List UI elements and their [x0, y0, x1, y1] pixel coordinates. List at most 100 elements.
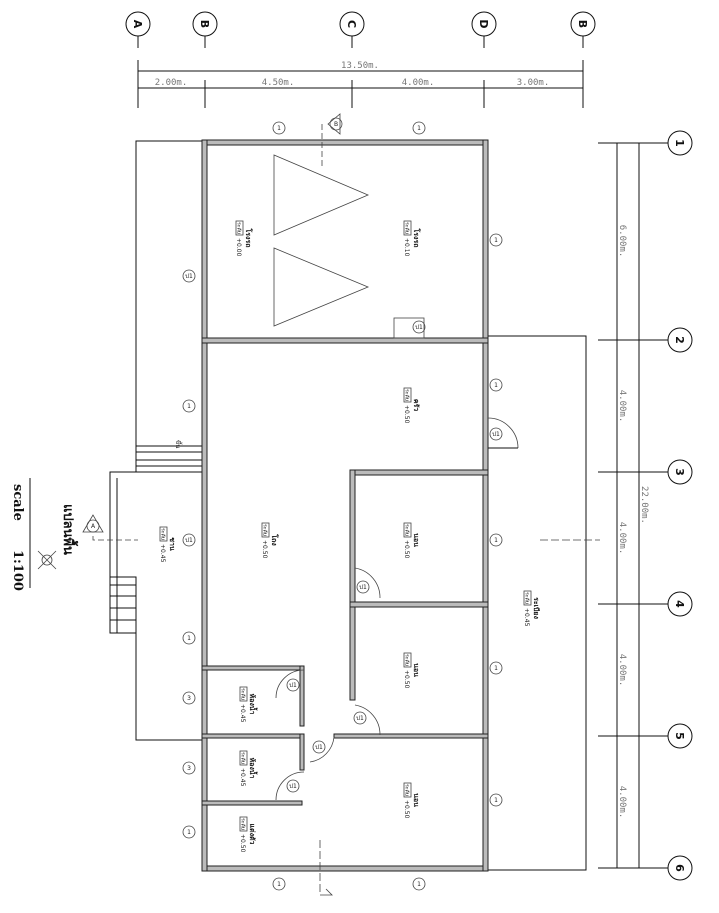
svg-text:3: 3 [673, 468, 686, 476]
dim-a-b: 2.00m. [155, 78, 188, 88]
svg-text:ครัว: ครัว [412, 399, 420, 411]
svg-text:5: 5 [673, 732, 686, 740]
opening-tags: 1 1 1 1 1 1 1 1 1 1 1 3 3 1 ป1 ป1 ป1 ป1 … [174, 121, 503, 891]
svg-text:+0.50: +0.50 [403, 670, 410, 689]
grid-bubble-2: 2 [598, 327, 693, 353]
svg-text:2: 2 [673, 336, 686, 344]
svg-text:4.00m.: 4.00m. [617, 522, 627, 555]
garage-markings [273, 154, 425, 339]
section-marker-b: B [321, 113, 343, 166]
svg-text:1: 1 [494, 797, 498, 804]
walls [201, 139, 489, 872]
grid-bubble-6: 6 [598, 855, 693, 881]
compass-icon [37, 550, 57, 570]
row-grid: 1 2 3 4 5 6 [598, 130, 693, 881]
level-prefix: ระดับ [240, 818, 246, 830]
svg-text:ป1: ป1 [359, 584, 367, 591]
door-tag: ป1 [286, 678, 300, 692]
svg-text:แต่งตัว: แต่งตัว [248, 824, 256, 845]
drawing-title: แปลนพื้น [60, 504, 79, 555]
window-tag: 1 [489, 533, 503, 547]
grid-bubble-a: A [125, 11, 151, 48]
title-block: แปลนพื้น scale 1:100 [10, 478, 79, 591]
level-prefix: ระดับ [404, 784, 410, 796]
grid-bubble-5: 5 [598, 723, 693, 749]
svg-text:6: 6 [673, 864, 686, 872]
level-prefix: ระดับ [160, 528, 166, 540]
svg-text:นอน: นอน [412, 663, 420, 677]
svg-text:A: A [131, 20, 144, 29]
door-tag: ป1 [412, 320, 426, 334]
window-tag: 1 [182, 631, 196, 645]
svg-text:1: 1 [277, 881, 281, 888]
svg-text:A: A [91, 523, 96, 530]
window-tag: 3 [182, 761, 196, 775]
grid-bubble-c: C [339, 11, 365, 48]
level-prefix: ระดับ [404, 654, 410, 666]
svg-text:ป1: ป1 [492, 431, 500, 438]
svg-text:ป1: ป1 [356, 715, 364, 722]
svg-text:โถง: โถง [270, 533, 279, 546]
svg-text:D: D [477, 19, 490, 28]
svg-text:ป1: ป1 [289, 783, 297, 790]
level-prefix: ระดับ [240, 688, 246, 700]
window-tag: 1 [412, 877, 426, 891]
vertical-dimensions: 6.00m. 4.00m. 4.00m. 4.00m. 4.00m. 22.00… [616, 143, 649, 868]
horizontal-dimensions: 13.50m. 2.00m. 4.50m. 4.00m. 3.00m. [137, 60, 584, 108]
door-tag: ป1 [489, 427, 503, 441]
window-tag: 1 [489, 661, 503, 675]
level-prefix: ระดับ [262, 524, 268, 536]
dim-b-c: 4.50m. [262, 78, 295, 88]
svg-text:+0.10: +0.10 [403, 238, 410, 257]
column-grid: A B C D B [125, 11, 596, 48]
svg-text:1: 1 [417, 125, 421, 132]
section-markers: A B [82, 113, 600, 896]
svg-text:4.00m.: 4.00m. [617, 654, 627, 687]
stair-label: ขึ้น [174, 440, 184, 448]
svg-text:4.00m.: 4.00m. [617, 390, 627, 423]
svg-text:22.00m.: 22.00m. [639, 486, 649, 524]
grid-bubble-e: B [570, 11, 596, 48]
svg-text:1: 1 [187, 635, 191, 642]
svg-text:ป1: ป1 [185, 537, 193, 544]
level-prefix: ระดับ [524, 592, 530, 604]
svg-text:ห้องน้ำ: ห้องน้ำ [248, 694, 259, 715]
svg-text:B: B [198, 20, 211, 28]
grid-bubble-3: 3 [598, 459, 693, 485]
grid-bubble-4: 4 [598, 591, 693, 617]
door-tag: ป1 [182, 533, 196, 547]
svg-text:ป1: ป1 [185, 273, 193, 280]
grid-bubble-b: B [192, 11, 218, 48]
svg-text:C: C [345, 20, 358, 28]
scale-label: scale [10, 484, 25, 521]
level-prefix: ระดับ [404, 389, 410, 401]
window-tag: 3 [182, 691, 196, 705]
window-tag: 1 [272, 121, 286, 135]
svg-text:+0.50: +0.50 [403, 800, 410, 819]
svg-text:ชาน: ชาน [168, 537, 176, 551]
svg-text:3: 3 [187, 695, 191, 702]
svg-text:6.00m.: 6.00m. [617, 225, 627, 258]
door-tag: ป1 [356, 580, 370, 594]
door-tag: ป1 [182, 269, 196, 283]
outdoor-outlines [109, 140, 587, 871]
window-tag: 1 [489, 233, 503, 247]
level-prefix: ระดับ [240, 752, 246, 764]
svg-text:+0.00: +0.00 [235, 238, 242, 257]
svg-text:ป1: ป1 [315, 744, 323, 751]
level-prefix: ระดับ [236, 222, 242, 234]
level-prefix: ระดับ [404, 524, 410, 536]
window-tag: 1 [182, 399, 196, 413]
door-tag: ป1 [353, 711, 367, 725]
svg-text:+0.50: +0.50 [239, 834, 246, 853]
svg-text:ป1: ป1 [415, 324, 423, 331]
svg-text:+0.50: +0.50 [403, 540, 410, 559]
